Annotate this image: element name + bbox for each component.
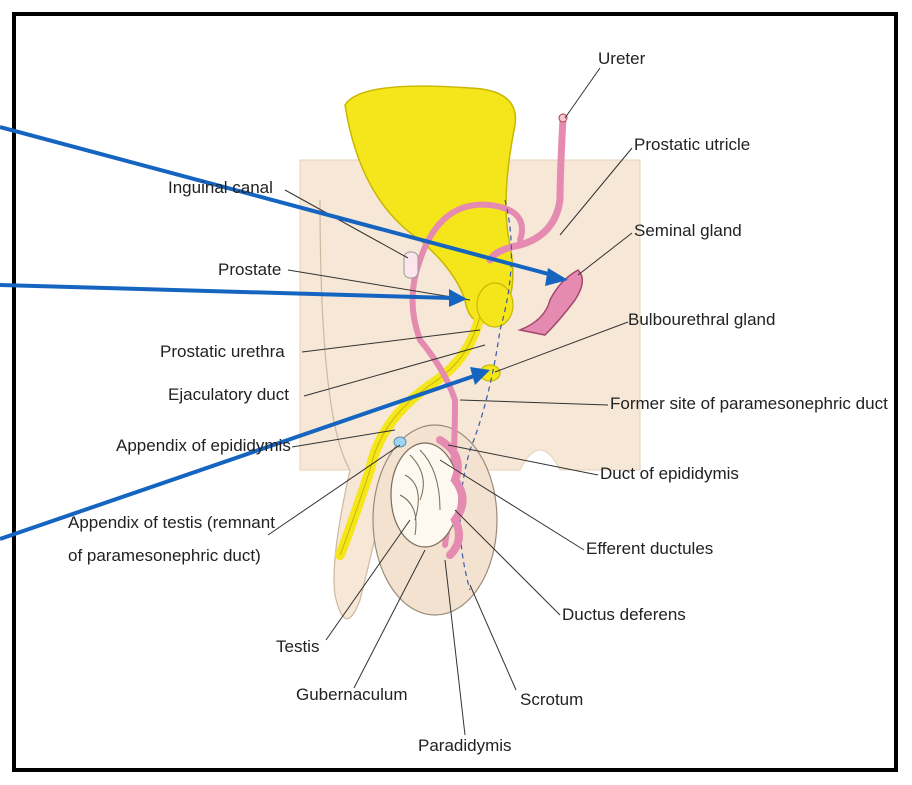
label-ductus-deferens: Ductus deferens (562, 605, 686, 624)
label-efferent-ductules: Efferent ductules (586, 539, 713, 558)
label-ureter: Ureter (598, 49, 646, 68)
inguinal-ring (404, 252, 418, 278)
label-former-site: Former site of paramesonephric duct (610, 394, 888, 413)
label-appendix-testis-1: Appendix of testis (remnant (68, 513, 275, 532)
label-appendix-testis-2: of paramesonephric duct) (68, 546, 261, 565)
label-inguinal-canal: Inguinal canal (168, 178, 273, 197)
testis-shape (391, 443, 459, 547)
label-duct-epididymis: Duct of epididymis (600, 464, 739, 483)
prostate-shape (477, 283, 513, 327)
label-scrotum: Scrotum (520, 690, 583, 709)
label-paradidymis: Paradidymis (418, 736, 512, 755)
label-gubernaculum: Gubernaculum (296, 685, 408, 704)
label-prostate: Prostate (218, 260, 281, 279)
ureter-tip (559, 114, 567, 122)
label-ejaculatory-duct: Ejaculatory duct (168, 385, 289, 404)
label-bulbourethral-gland: Bulbourethral gland (628, 310, 775, 329)
label-prostatic-urethra: Prostatic urethra (160, 342, 285, 361)
label-testis: Testis (276, 637, 319, 656)
label-appendix-epididymis: Appendix of epididymis (116, 436, 291, 455)
label-seminal-gland: Seminal gland (634, 221, 742, 240)
label-prostatic-utricle: Prostatic utricle (634, 135, 750, 154)
